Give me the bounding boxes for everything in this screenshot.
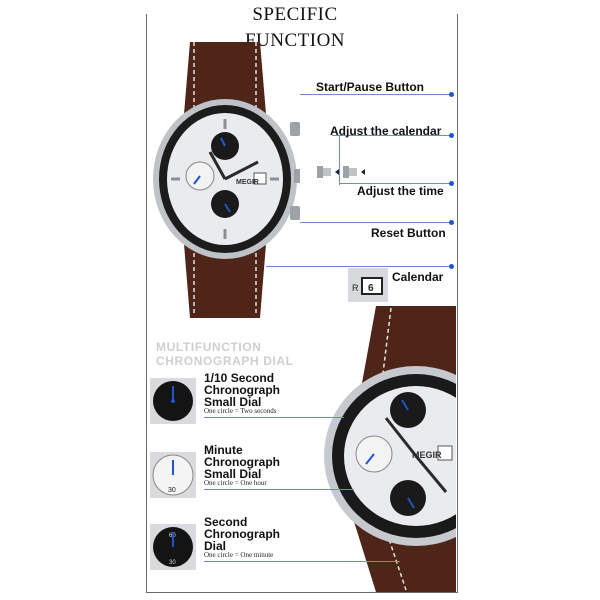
- callout-vline: [339, 135, 340, 185]
- dial3-line: [204, 561, 400, 562]
- second-dial-icon: 60 30: [150, 524, 196, 570]
- calendar-number: 6: [368, 283, 374, 294]
- crown-positions-icon: [317, 166, 365, 178]
- dial3-note: One circle = One minute: [204, 551, 274, 559]
- label-adjust-time: Adjust the time: [357, 184, 444, 198]
- dial1-line: [204, 417, 344, 418]
- dial1-note: One circle = Two seconds: [204, 407, 277, 415]
- callout-dot: [449, 220, 454, 225]
- callout-dot: [449, 133, 454, 138]
- dial2-title-line: Minute: [204, 443, 243, 457]
- svg-text:30: 30: [168, 487, 176, 494]
- dial2-title-line: Small Dial: [204, 467, 262, 481]
- content-frame: [146, 14, 458, 593]
- callout-line: [300, 222, 452, 223]
- watch-closeup-image: MEGIR: [324, 306, 456, 592]
- dial2-title: Minute Chronograph Small Dial: [204, 444, 280, 480]
- multifunction-line1: MULTIFUNCTION: [156, 340, 262, 354]
- brand-logo-closeup: MEGIR: [412, 450, 442, 460]
- callout-dot: [449, 92, 454, 97]
- calendar-window-icon: R 6: [348, 268, 388, 302]
- minute-dial-icon: 30: [150, 452, 196, 498]
- callout-line: [300, 94, 452, 95]
- page-title: SPECIFIC FUNCTION: [205, 2, 385, 51]
- tenth-second-dial-icon: [150, 378, 196, 424]
- dial2-note: One circle = One hour: [204, 479, 267, 487]
- label-calendar: Calendar: [392, 270, 444, 284]
- callout-line: [266, 266, 452, 267]
- dial1-title-line: Chronograph: [204, 383, 280, 397]
- label-adjust-calendar: Adjust the calendar: [330, 124, 442, 138]
- callout-line: [332, 135, 452, 136]
- brand-logo: MEGIR: [236, 179, 259, 186]
- multifunction-heading: MULTIFUNCTION CHRONOGRAPH DIAL: [156, 340, 294, 368]
- watch-image: MEGIR: [153, 42, 300, 318]
- dial1-title: 1/10 Second Chronograph Small Dial: [204, 372, 280, 408]
- dial1-title-line: 1/10 Second: [204, 371, 275, 385]
- label-start-pause: Start/Pause Button: [316, 80, 425, 94]
- dial2-title-line: Chronograph: [204, 455, 280, 469]
- callout-dot: [449, 264, 454, 269]
- calendar-letter: R: [352, 283, 359, 293]
- callout-line: [339, 183, 452, 184]
- callout-dot: [449, 181, 454, 186]
- dial3-title-line: Chronograph: [204, 527, 280, 541]
- multifunction-line2: CHRONOGRAPH DIAL: [156, 354, 294, 368]
- dial3-title-line: Dial: [204, 539, 227, 553]
- label-reset: Reset Button: [371, 226, 446, 240]
- dial2-line: [204, 489, 354, 490]
- dial3-title: Second Chronograph Dial: [204, 516, 280, 552]
- dial3-title-line: Second: [204, 515, 248, 529]
- dial1-title-line: Small Dial: [204, 395, 262, 409]
- svg-text:30: 30: [169, 560, 176, 566]
